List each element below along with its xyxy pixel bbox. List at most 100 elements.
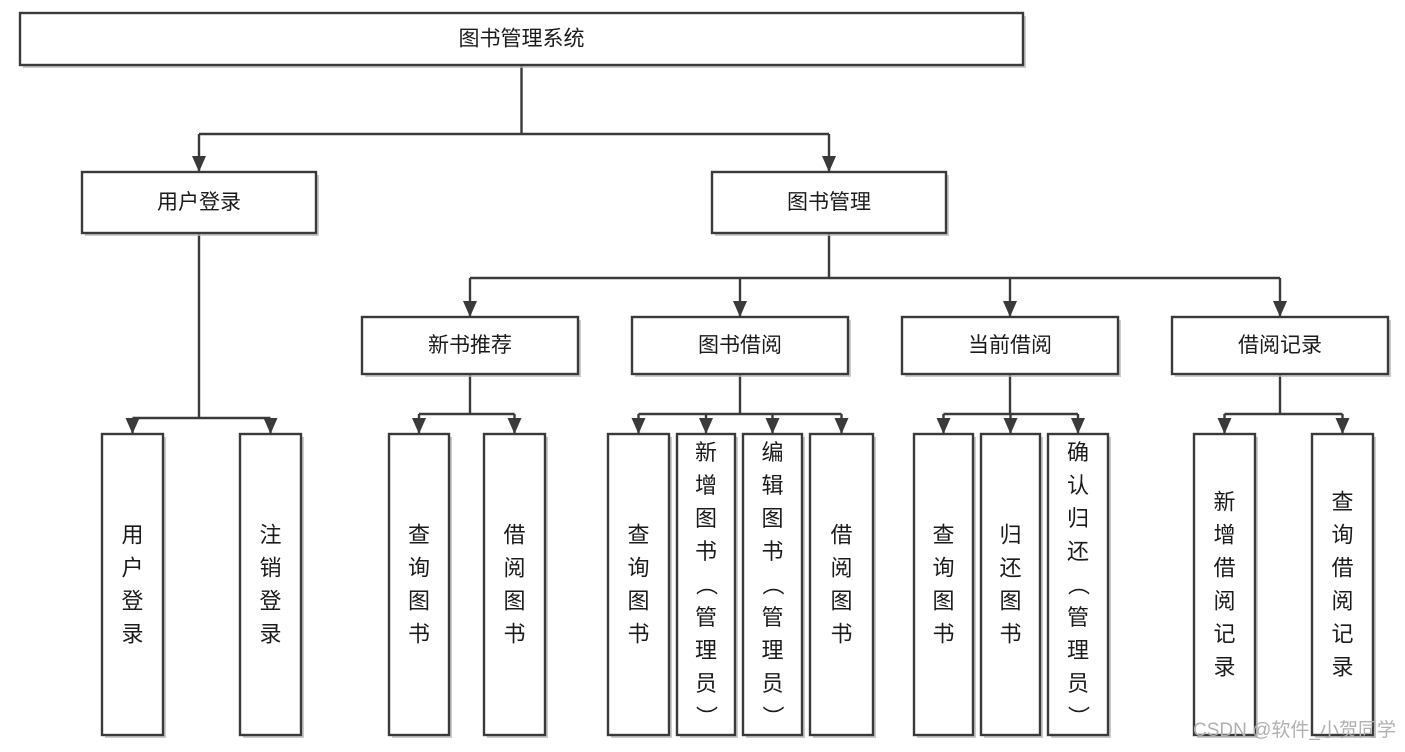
node-root[interactable]: 图书管理系统 [18, 11, 1026, 68]
node-rect[interactable] [1310, 432, 1375, 737]
node-leaf-user-login[interactable]: 用户登录 [100, 432, 166, 738]
node-label-char: 还 [999, 556, 1021, 581]
node-label-char: 图 [503, 589, 525, 614]
node-rect[interactable] [912, 432, 975, 737]
arrow-head-icon [192, 156, 206, 172]
node-book-borrow[interactable]: 图书借阅 [630, 315, 851, 377]
node-label-char: 记 [1331, 622, 1353, 647]
node-layer: 图书管理系统用户登录图书管理新书推荐图书借阅当前借阅借阅记录用户登录注销登录查询… [18, 11, 1391, 738]
node-label-char: （ [694, 573, 719, 595]
node-label-char: 记 [1213, 622, 1235, 647]
node-current-borrow[interactable]: 当前借阅 [900, 315, 1121, 377]
node-new-book-recommend[interactable]: 新书推荐 [360, 315, 581, 377]
node-label-char: 员 [695, 671, 717, 696]
node-rect[interactable] [1170, 315, 1390, 376]
node-label-char: 借 [830, 523, 852, 548]
node-rect[interactable] [606, 432, 671, 737]
arrow-head-icon [1335, 418, 1350, 434]
node-label-char: 员 [761, 671, 783, 696]
arrow-head-icon [412, 418, 426, 434]
node-label-char: 书 [408, 622, 430, 647]
node-label-char: 图 [830, 589, 852, 614]
node-label-char: 增 [1213, 523, 1235, 548]
node-label-char: 书 [503, 622, 525, 647]
node-label-char: 户 [121, 556, 143, 581]
node-label-char: 书 [695, 539, 717, 564]
node-label: 借阅记录 [1238, 334, 1322, 357]
node-rect[interactable] [80, 170, 318, 235]
node-label: 图书借阅 [698, 334, 782, 357]
node-rect[interactable] [979, 432, 1042, 737]
node-label-char: 录 [1213, 655, 1235, 680]
arrow-head-icon [834, 418, 849, 434]
node-label-char: 书 [999, 622, 1021, 647]
node-book-management[interactable]: 图书管理 [710, 170, 949, 236]
arrow-head-icon [699, 418, 713, 434]
node-rect[interactable] [482, 432, 547, 737]
node-user-login[interactable]: 用户登录 [80, 170, 319, 236]
node-label-char: ） [760, 705, 785, 727]
node-rect[interactable] [900, 315, 1120, 376]
node-label-char: 阅 [1331, 589, 1353, 614]
node-rect[interactable] [1192, 432, 1257, 737]
node-borrow-record[interactable]: 借阅记录 [1170, 315, 1391, 377]
node-label-char: ） [1066, 705, 1091, 727]
node-rect[interactable] [360, 315, 580, 376]
node-rect[interactable] [100, 432, 165, 737]
node-label-char: 用 [121, 523, 143, 548]
node-label-char: 确 [1067, 440, 1089, 465]
node-label-char: 管 [761, 605, 783, 630]
node-label-char: 登 [259, 589, 281, 614]
node-rect[interactable] [630, 315, 850, 376]
arrow-head-icon [507, 418, 522, 434]
node-label-char: 询 [408, 556, 430, 581]
node-label-char: 借 [503, 523, 525, 548]
node-rect[interactable] [238, 432, 303, 737]
arrow-head-icon [936, 418, 951, 434]
node-label-char: 图 [695, 506, 717, 531]
node-label-char: 归 [999, 523, 1021, 548]
node-rect[interactable] [1046, 432, 1110, 737]
node-rect[interactable] [808, 432, 875, 737]
node-label-char: 认 [1067, 473, 1089, 498]
node-label-char: 理 [695, 638, 717, 663]
node-rect[interactable] [18, 11, 1025, 67]
node-label-char: 员 [1067, 671, 1089, 696]
node-label-char: 还 [1067, 539, 1089, 564]
node-rect[interactable] [710, 170, 948, 235]
arrow-head-icon [822, 156, 836, 172]
node-label-char: 录 [121, 622, 143, 647]
node-rect[interactable] [675, 432, 737, 737]
node-label-char: 登 [121, 589, 143, 614]
node-label-char: 理 [761, 638, 783, 663]
node-rect[interactable] [387, 432, 451, 737]
node-label-char: （ [760, 573, 785, 595]
arrow-head-icon [765, 418, 780, 434]
node-label-char: 销 [259, 556, 281, 581]
node-label-char: 辑 [761, 473, 783, 498]
watermark: CSDN @软件_小贺同学 [1193, 719, 1396, 741]
node-rect[interactable] [741, 432, 804, 737]
node-label-char: 图 [627, 589, 649, 614]
